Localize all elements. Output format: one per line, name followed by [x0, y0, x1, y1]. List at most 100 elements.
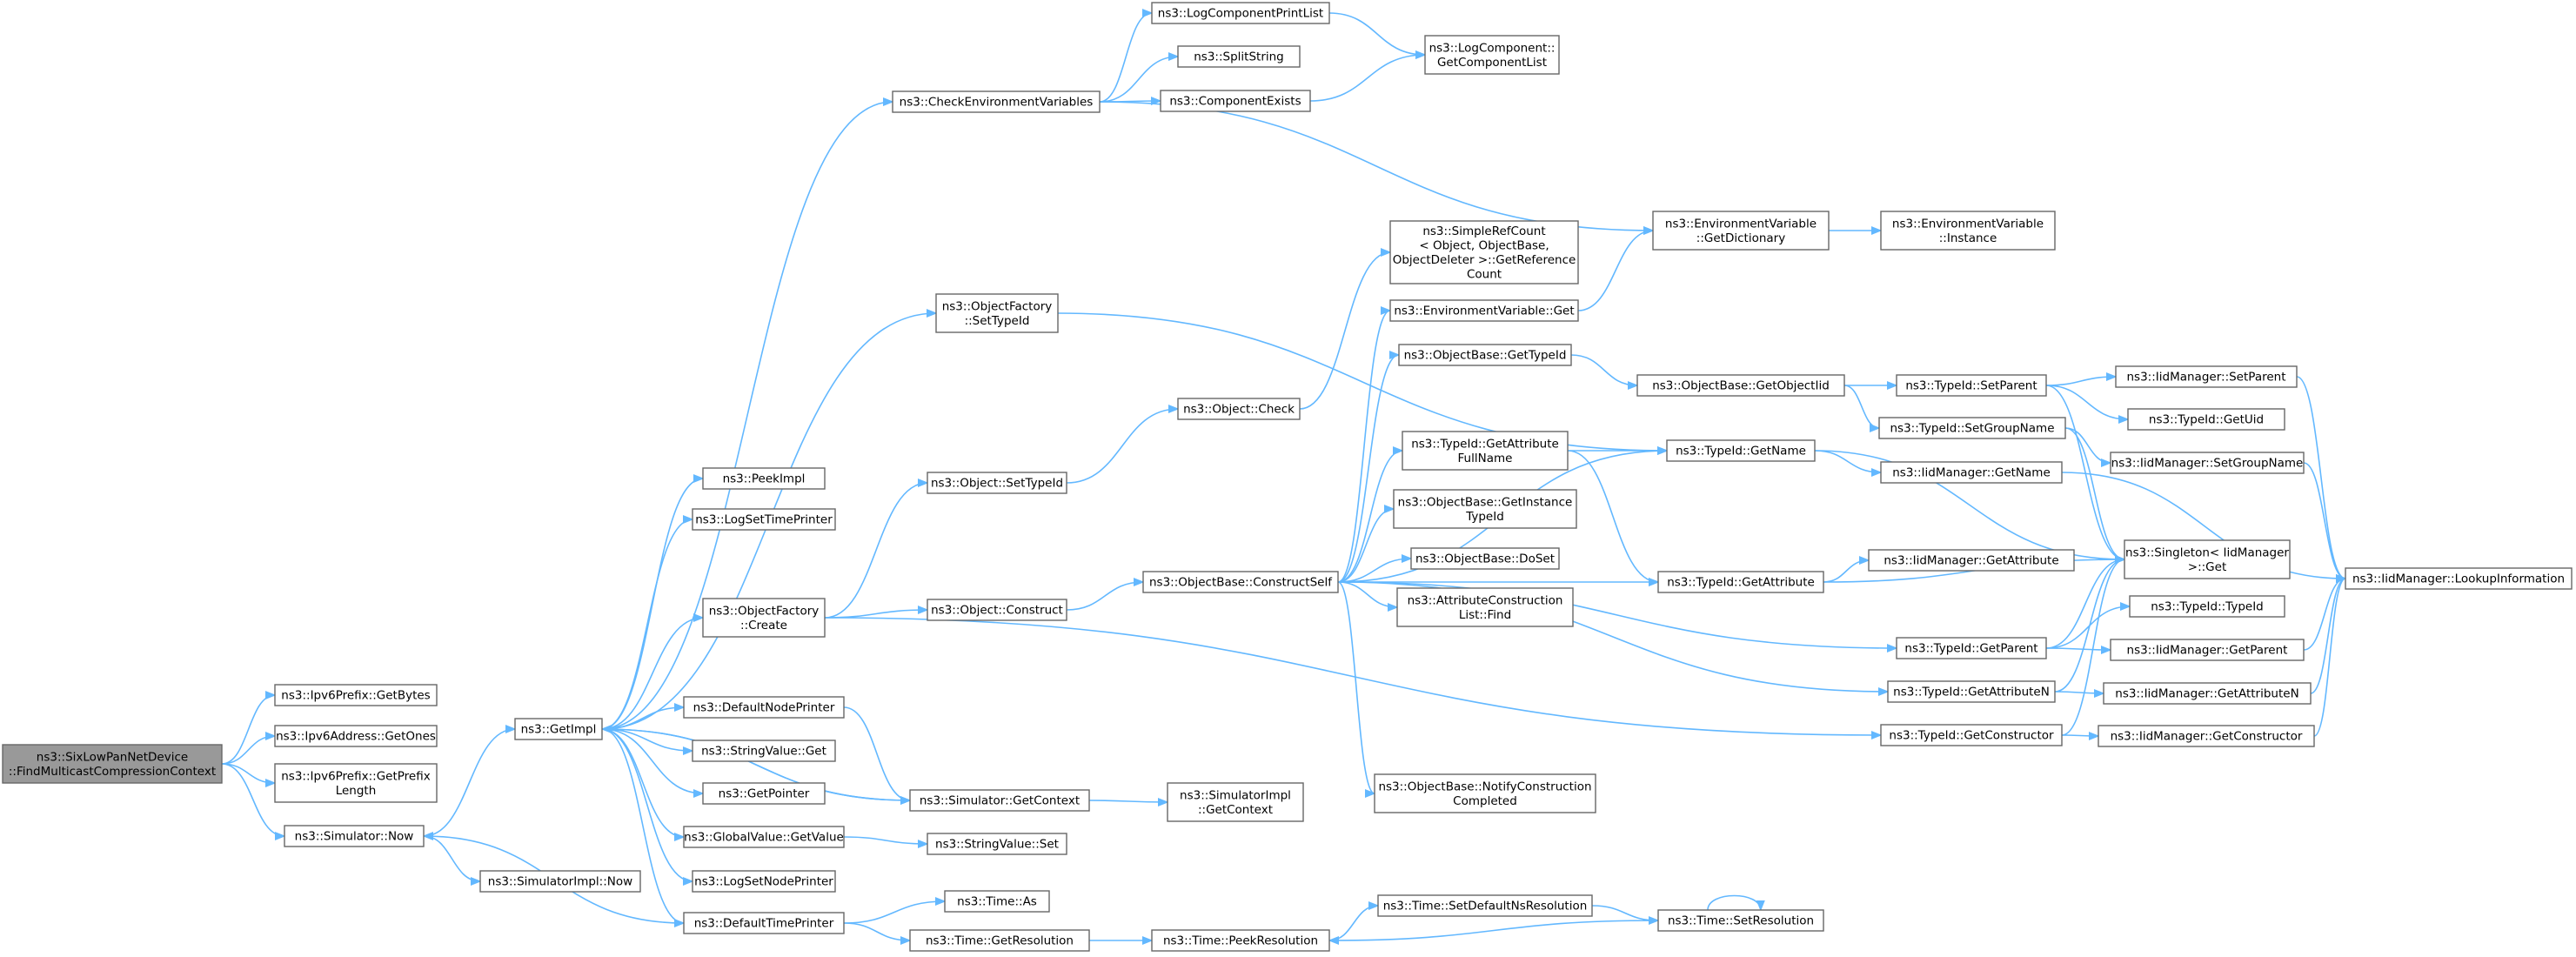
edge-object-construct-to-objbase-constructself — [1066, 582, 1143, 611]
node-simplerefcount[interactable]: ns3::SimpleRefCount< Object, ObjectBase,… — [1389, 220, 1579, 284]
node-logsettimeprinter[interactable]: ns3::LogSetTimePrinter — [692, 508, 836, 531]
node-objbase-gettypeid[interactable]: ns3::ObjectBase::GetTypeId — [1398, 344, 1572, 366]
node-box — [1880, 211, 2056, 251]
edge-logcompprintlist-to-logcomp-getcomplist — [1328, 12, 1425, 55]
node-sim-getcontext[interactable]: ns3::Simulator::GetContext — [909, 789, 1090, 812]
node-objfactory-settypeid[interactable]: ns3::ObjectFactory::SetTypeId — [935, 293, 1059, 333]
edge-typeid-getconstructor-to-singleton-get — [2061, 559, 2125, 736]
edge-objfactory-settypeid-to-typeid-getname — [1057, 312, 1667, 451]
edge-typeid-getparent-to-singleton-get — [2045, 559, 2124, 649]
node-time-peekresolution[interactable]: ns3::Time::PeekResolution — [1151, 929, 1330, 952]
edge-iidmgr-getattributen-to-iidmgr-lookupinformation — [2310, 579, 2346, 694]
node-typeid-setparent[interactable]: ns3::TypeId::SetParent — [1896, 374, 2047, 397]
node-iidmgr-getattributen[interactable]: ns3::IidManager::GetAttributeN — [2103, 682, 2312, 705]
node-label: ns3::Time::SetResolution — [1668, 914, 1814, 928]
node-sim-now[interactable]: ns3::Simulator::Now — [284, 825, 425, 847]
node-iidmgr-lookupinformation[interactable]: ns3::IidManager::LookupInformation — [2345, 567, 2573, 590]
call-arrow — [2045, 385, 2125, 559]
node-iidmgr-setparent[interactable]: ns3::IidManager::SetParent — [2115, 365, 2298, 388]
node-objfactory-create[interactable]: ns3::ObjectFactory::Create — [702, 598, 826, 638]
edge-objbase-constructself-to-objbase-doset — [1337, 559, 1411, 583]
node-envvar-getdictionary[interactable]: ns3::EnvironmentVariable::GetDictionary — [1652, 211, 1830, 251]
node-simimpl-now[interactable]: ns3::SimulatorImpl::Now — [479, 870, 641, 893]
call-arrow — [2045, 559, 2124, 649]
node-label: Completed — [1453, 794, 1517, 808]
node-iidmgr-getname[interactable]: ns3::IidManager::GetName — [1880, 461, 2063, 484]
node-box — [702, 467, 826, 490]
node-componentexists[interactable]: ns3::ComponentExists — [1160, 90, 1311, 112]
node-logcomp-getcomplist[interactable]: ns3::LogComponent::GetComponentList — [1424, 35, 1560, 75]
node-stringvalue-set[interactable]: ns3::StringValue::Set — [927, 833, 1067, 855]
node-checkenv[interactable]: ns3::CheckEnvironmentVariables — [892, 90, 1101, 113]
edge-objbase-constructself-to-objbase-gettypeid — [1337, 355, 1400, 583]
node-box — [927, 472, 1067, 494]
node-time-getresolution[interactable]: ns3::Time::GetResolution — [909, 929, 1090, 952]
node-defaulttimeprinter[interactable]: ns3::DefaultTimePrinter — [683, 912, 845, 934]
node-box — [927, 833, 1067, 855]
node-logsetnodeprinter[interactable]: ns3::LogSetNodePrinter — [692, 870, 836, 893]
node-typeid-getparent[interactable]: ns3::TypeId::GetParent — [1896, 637, 2047, 659]
call-arrow — [843, 922, 910, 940]
node-time-setresolution[interactable]: ns3::Time::SetResolution — [1657, 909, 1824, 932]
node-ipv6a-getones[interactable]: ns3::Ipv6Address::GetOnes — [274, 725, 438, 747]
edge-root-to-ipv6a-getones — [221, 736, 275, 765]
node-simimpl-getcontext[interactable]: ns3::SimulatorImpl::GetContext — [1167, 782, 1304, 822]
node-time-as[interactable]: ns3::Time::As — [944, 890, 1050, 913]
call-arrow — [1088, 800, 1168, 802]
node-typeid-typeid[interactable]: ns3::TypeId::TypeId — [2129, 595, 2285, 618]
edge-typeid-getparent-to-iidmgr-getparent — [2045, 648, 2111, 650]
node-iidmgr-getattribute[interactable]: ns3::IidManager::GetAttribute — [1868, 549, 2075, 572]
node-typeid-getattribute[interactable]: ns3::TypeId::GetAttribute — [1657, 571, 1824, 593]
node-splitstring[interactable]: ns3::SplitString — [1177, 45, 1301, 68]
node-box — [2129, 595, 2285, 618]
node-box — [2103, 682, 2312, 705]
node-objbase-getobjectiid[interactable]: ns3::ObjectBase::GetObjectIid — [1636, 374, 1845, 397]
node-typeid-getattributen[interactable]: ns3::TypeId::GetAttributeN — [1887, 680, 2056, 703]
call-arrow — [601, 102, 893, 730]
call-arrow — [601, 728, 693, 751]
edge-typeid-getattributen-to-singleton-get — [2054, 559, 2125, 693]
edge-objfactory-create-to-object-construct — [824, 610, 927, 619]
node-label: ns3::DefaultTimePrinter — [694, 917, 834, 931]
node-peekimpl[interactable]: ns3::PeekImpl — [702, 467, 826, 490]
node-getpointer[interactable]: ns3::GetPointer — [702, 782, 826, 805]
node-object-settypeid[interactable]: ns3::Object::SetTypeId — [927, 472, 1067, 494]
call-arrow — [2045, 385, 2128, 419]
node-objbase-notifyconstruction[interactable]: ns3::ObjectBase::NotifyConstructionCompl… — [1374, 773, 1596, 813]
node-defaultnodeprinter[interactable]: ns3::DefaultNodePrinter — [683, 696, 845, 719]
node-time-setdefaultnsres[interactable]: ns3::Time::SetDefaultNsResolution — [1377, 894, 1593, 917]
node-objbase-constructself[interactable]: ns3::ObjectBase::ConstructSelf — [1142, 571, 1339, 593]
node-logcompprintlist[interactable]: ns3::LogComponentPrintList — [1151, 2, 1330, 24]
node-envvar-get[interactable]: ns3::EnvironmentVariable::Get — [1389, 299, 1579, 322]
node-label: ns3::GetPointer — [719, 787, 810, 801]
node-typeid-getconstructor[interactable]: ns3::TypeId::GetConstructor — [1880, 724, 2063, 746]
node-typeid-setgroupname[interactable]: ns3::TypeId::SetGroupName — [1878, 417, 2066, 439]
node-typeid-getuid[interactable]: ns3::TypeId::GetUid — [2127, 408, 2285, 431]
node-objbase-doset[interactable]: ns3::ObjectBase::DoSet — [1410, 547, 1560, 570]
node-box — [1398, 344, 1572, 366]
node-typeid-getname[interactable]: ns3::TypeId::GetName — [1666, 439, 1816, 462]
node-stringvalue-get[interactable]: ns3::StringValue::Get — [692, 740, 836, 762]
node-getimpl[interactable]: ns3::GetImpl — [514, 718, 603, 740]
node-label: < Object, ObjectBase, — [1419, 238, 1549, 252]
edge-typeid-setparent-to-typeid-getuid — [2045, 385, 2128, 419]
node-ipv6p-getbytes[interactable]: ns3::Ipv6Prefix::GetBytes — [274, 684, 438, 706]
edge-objbase-getobjectiid-to-typeid-setgroupname — [1843, 385, 1880, 428]
node-label: ns3::IidManager::SetParent — [2127, 371, 2286, 385]
node-iidmgr-setgroupname[interactable]: ns3::IidManager::SetGroupName — [2110, 452, 2305, 474]
node-iidmgr-getparent[interactable]: ns3::IidManager::GetParent — [2110, 639, 2305, 661]
call-arrow — [601, 728, 703, 793]
node-iidmgr-getconstructor[interactable]: ns3::IidManager::GetConstructor — [2098, 725, 2315, 747]
node-object-check[interactable]: ns3::Object::Check — [1177, 398, 1301, 420]
node-globalvalue-getvalue[interactable]: ns3::GlobalValue::GetValue — [683, 826, 845, 848]
node-object-construct[interactable]: ns3::Object::Construct — [927, 599, 1067, 621]
node-singleton-get[interactable]: ns3::Singleton< IidManager >::Get — [2124, 539, 2291, 579]
node-box — [1657, 571, 1824, 593]
node-envvar-instance[interactable]: ns3::EnvironmentVariable::Instance — [1880, 211, 2056, 251]
node-box — [2115, 365, 2298, 388]
call-arrow — [1337, 581, 1375, 793]
